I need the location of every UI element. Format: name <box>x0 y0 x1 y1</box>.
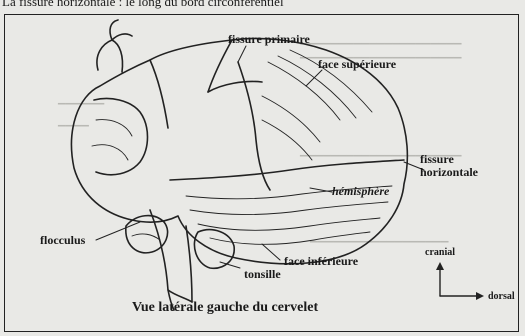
arrow-up-head <box>436 262 444 270</box>
upper-lobule-3 <box>208 81 262 92</box>
label-horizontale: horizontale <box>420 166 478 179</box>
label-flocculus: flocculus <box>40 234 85 247</box>
upper-lobule-1 <box>150 60 168 128</box>
label-hemisphere: hémisphère <box>332 185 389 198</box>
label-dorsal: dorsal <box>488 290 515 303</box>
arrow-right-head <box>476 292 484 300</box>
horizontal-fissure <box>170 160 404 180</box>
tonsil-shape <box>194 230 234 269</box>
label-face-superieure: face supérieure <box>318 58 396 71</box>
label-tonsille: tonsille <box>244 268 281 281</box>
peduncle-stub-2 <box>112 34 132 40</box>
label-cranial: cranial <box>425 246 455 259</box>
brainstem-upper-stub <box>97 40 123 72</box>
figure-caption: Vue latérale gauche du cervelet <box>132 300 318 316</box>
label-fissure-primaire: fissure primaire <box>228 33 310 46</box>
anterior-lobe <box>94 99 148 175</box>
medulla <box>150 210 174 310</box>
label-face-inferieure: face inférieure <box>284 255 358 268</box>
